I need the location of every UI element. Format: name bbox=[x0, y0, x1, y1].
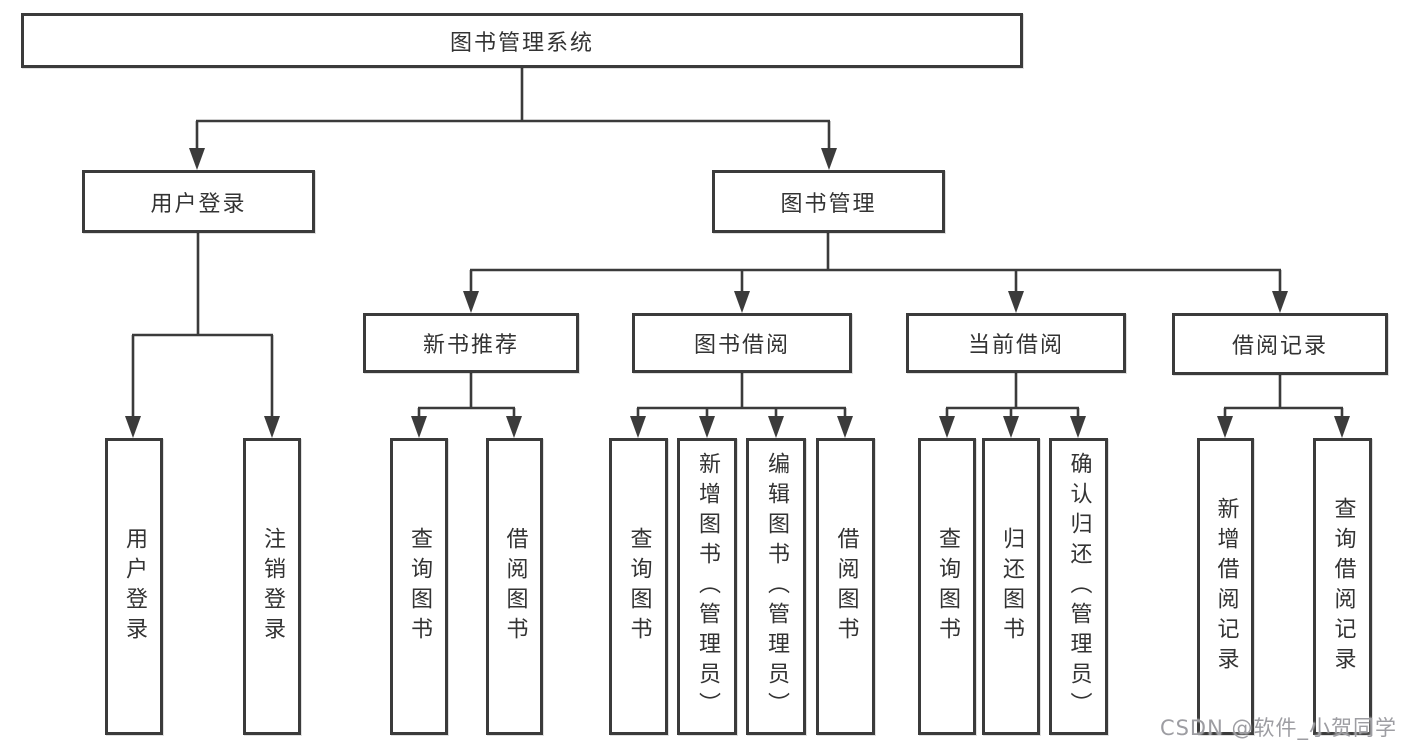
node-leaf-query-books-recommend: 查询图书 bbox=[390, 438, 448, 735]
node-leaf-add-book-admin-label: 新增图书（管理员） bbox=[695, 451, 720, 722]
arrow-down-icon bbox=[463, 291, 479, 313]
arrow-down-icon bbox=[189, 148, 205, 170]
node-leaf-borrow-books-recommend: 借阅图书 bbox=[486, 438, 543, 735]
node-leaf-confirm-return-admin: 确认归还（管理员） bbox=[1049, 438, 1108, 735]
arrow-down-icon bbox=[125, 416, 141, 438]
arrow-down-icon bbox=[837, 416, 853, 438]
node-leaf-query-borrow-record: 查询借阅记录 bbox=[1313, 438, 1372, 735]
node-leaf-query-borrow-record-label: 查询借阅记录 bbox=[1330, 496, 1356, 677]
arrow-down-icon bbox=[821, 148, 837, 170]
node-borrow-records: 借阅记录 bbox=[1172, 313, 1388, 375]
arrow-down-icon bbox=[699, 416, 715, 438]
node-leaf-confirm-return-admin-label: 确认归还（管理员） bbox=[1066, 451, 1092, 722]
arrow-down-icon bbox=[630, 416, 646, 438]
node-leaf-user-login: 用户登录 bbox=[105, 438, 163, 735]
node-leaf-query-books-current-label: 查询图书 bbox=[935, 526, 960, 647]
arrow-down-icon bbox=[1272, 291, 1288, 313]
arrow-down-icon bbox=[734, 291, 750, 313]
arrow-down-icon bbox=[1003, 416, 1019, 438]
node-leaf-return-book: 归还图书 bbox=[982, 438, 1040, 735]
node-root: 图书管理系统 bbox=[21, 13, 1023, 68]
node-leaf-query-books-current: 查询图书 bbox=[918, 438, 976, 735]
node-leaf-borrow-books-label: 借阅图书 bbox=[833, 526, 859, 647]
node-leaf-edit-book-admin: 编辑图书（管理员） bbox=[746, 438, 806, 735]
node-leaf-borrow-books: 借阅图书 bbox=[816, 438, 875, 735]
arrow-down-icon bbox=[1008, 291, 1024, 313]
arrow-down-icon bbox=[1217, 416, 1233, 438]
node-leaf-query-books-borrow-label: 查询图书 bbox=[626, 526, 652, 647]
node-leaf-logout-label: 注销登录 bbox=[260, 526, 285, 647]
arrow-down-icon bbox=[1070, 416, 1086, 438]
arrow-down-icon bbox=[506, 416, 522, 438]
node-book-management: 图书管理 bbox=[712, 170, 945, 233]
arrow-down-icon bbox=[411, 416, 427, 438]
node-current-borrow: 当前借阅 bbox=[906, 313, 1126, 373]
arrow-down-icon bbox=[768, 416, 784, 438]
node-leaf-return-book-label: 归还图书 bbox=[999, 526, 1024, 647]
node-leaf-borrow-books-recommend-label: 借阅图书 bbox=[502, 526, 528, 647]
arrow-down-icon bbox=[939, 416, 955, 438]
node-new-book-recommend: 新书推荐 bbox=[363, 313, 579, 373]
node-user-login: 用户登录 bbox=[82, 170, 315, 233]
node-leaf-add-borrow-record: 新增借阅记录 bbox=[1197, 438, 1254, 735]
node-leaf-add-borrow-record-label: 新增借阅记录 bbox=[1213, 496, 1239, 677]
node-book-borrow: 图书借阅 bbox=[632, 313, 852, 373]
arrow-down-icon bbox=[264, 416, 280, 438]
node-leaf-query-books-borrow: 查询图书 bbox=[609, 438, 668, 735]
node-leaf-edit-book-admin-label: 编辑图书（管理员） bbox=[764, 451, 789, 722]
arrow-down-icon bbox=[1334, 416, 1350, 438]
csdn-watermark: CSDN @软件_小贺同学 bbox=[1159, 716, 1397, 740]
node-leaf-logout: 注销登录 bbox=[243, 438, 301, 735]
node-leaf-query-books-recommend-label: 查询图书 bbox=[407, 526, 432, 647]
node-leaf-add-book-admin: 新增图书（管理员） bbox=[677, 438, 737, 735]
node-leaf-user-login-label: 用户登录 bbox=[122, 526, 147, 647]
